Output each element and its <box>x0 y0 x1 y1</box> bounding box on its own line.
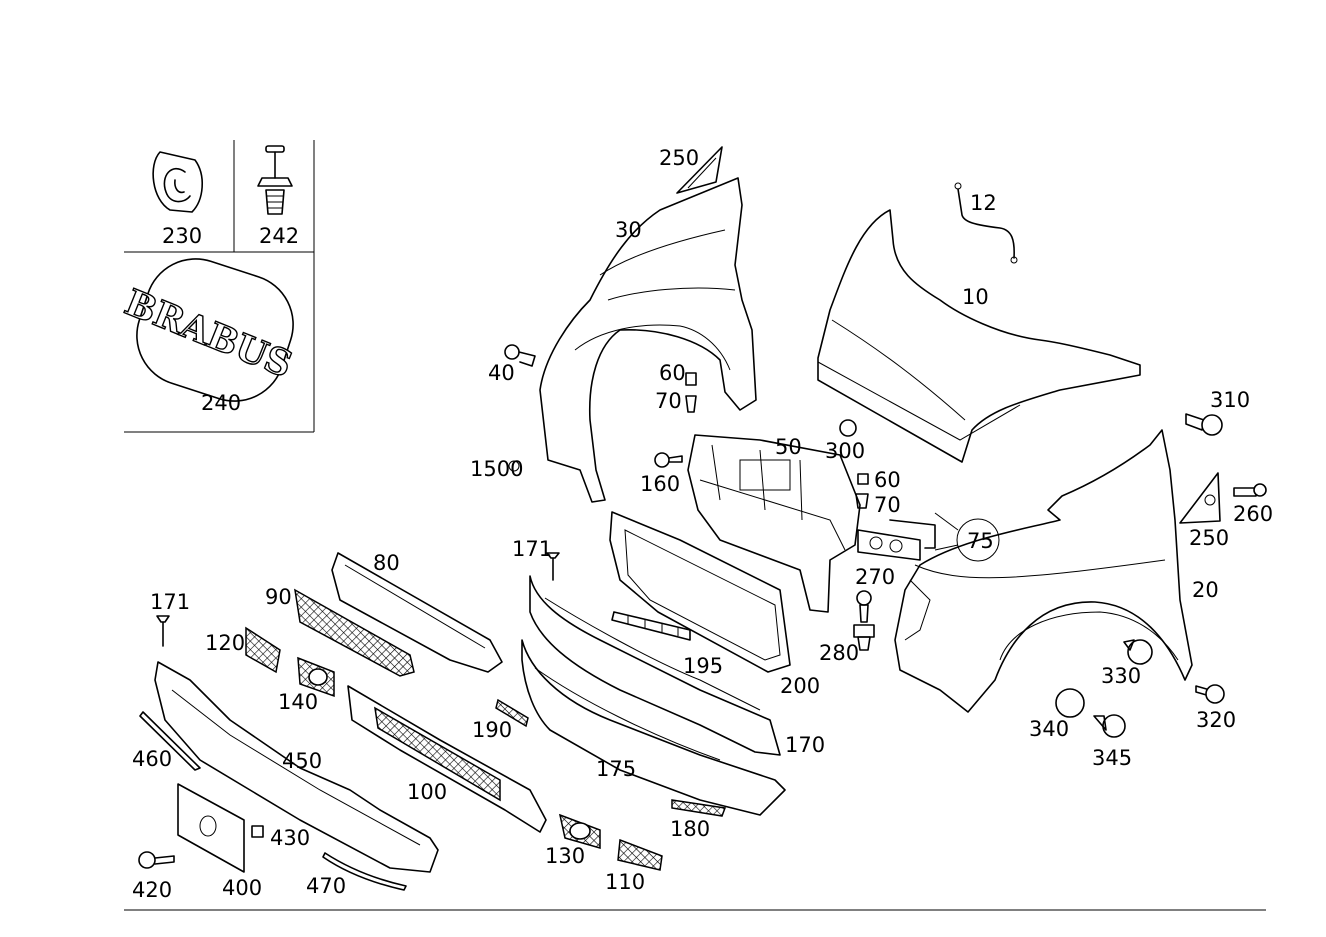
label-75: 75 <box>967 529 994 553</box>
label-171-right: 171 <box>512 537 552 561</box>
part-270-bolt <box>856 590 872 623</box>
part-340-plug <box>1055 688 1085 718</box>
part-20-right-fender <box>894 429 1193 713</box>
label-140: 140 <box>278 690 318 714</box>
part-420-screw <box>138 851 175 869</box>
label-300: 300 <box>825 439 865 463</box>
part-250-cover-top <box>676 146 723 194</box>
label-70-right: 70 <box>874 493 901 517</box>
label-242: 242 <box>259 224 299 248</box>
part-130-fog-ring <box>558 813 601 849</box>
part-100-lower-grille <box>347 685 547 833</box>
label-270: 270 <box>855 565 895 589</box>
label-260: 260 <box>1233 502 1273 526</box>
label-345: 345 <box>1092 746 1132 770</box>
part-260-screw <box>1233 483 1267 497</box>
part-310-screw <box>1185 413 1223 436</box>
label-320: 320 <box>1196 708 1236 732</box>
label-200: 200 <box>780 674 820 698</box>
label-310: 310 <box>1210 388 1250 412</box>
label-330: 330 <box>1101 664 1141 688</box>
label-250-top: 250 <box>659 146 699 170</box>
part-180-grille <box>671 799 727 817</box>
label-171-left: 171 <box>150 590 190 614</box>
label-30: 30 <box>615 218 642 242</box>
label-20: 20 <box>1192 578 1219 602</box>
label-450: 450 <box>282 749 322 773</box>
part-1500-clip <box>508 460 520 472</box>
label-10: 10 <box>962 285 989 309</box>
part-30-left-fender <box>539 177 757 503</box>
part-140-fog-ring <box>297 656 335 698</box>
label-70-left: 70 <box>655 389 682 413</box>
part-120-fog-cover <box>245 626 281 674</box>
part-250-cover-right <box>1179 472 1221 524</box>
label-130: 130 <box>545 844 585 868</box>
label-12: 12 <box>970 191 997 215</box>
label-60-left: 60 <box>659 361 686 385</box>
label-100: 100 <box>407 780 447 804</box>
part-242-push-clip <box>257 145 293 215</box>
label-1500: 1500 <box>470 457 523 481</box>
label-110: 110 <box>605 870 645 894</box>
part-195-strip <box>611 611 691 641</box>
part-230-emblem <box>152 151 203 213</box>
label-170: 170 <box>785 733 825 757</box>
label-180: 180 <box>670 817 710 841</box>
part-75-bracket-group <box>857 512 1000 562</box>
label-230: 230 <box>162 224 202 248</box>
label-50: 50 <box>775 435 802 459</box>
label-175: 175 <box>596 757 636 781</box>
part-190-grille <box>495 698 529 728</box>
part-60-70-clips-right <box>855 473 869 509</box>
part-90-upper-grille <box>294 588 415 677</box>
label-195: 195 <box>683 654 723 678</box>
callout-labels: 230 242 240 250 30 12 10 40 60 70 1500 1… <box>132 146 1273 902</box>
part-171-screw-right <box>546 552 560 581</box>
part-330-clip <box>1123 639 1153 665</box>
part-345-clip <box>1093 714 1126 738</box>
part-300-grommet <box>839 419 857 437</box>
label-40: 40 <box>488 361 515 385</box>
part-280-nut <box>853 624 875 651</box>
part-50-front-module <box>687 434 861 613</box>
part-430-nut <box>251 825 264 838</box>
part-110-fog-cover <box>617 838 663 871</box>
part-400-plate-holder <box>177 783 245 873</box>
part-200-frame <box>609 511 791 673</box>
part-171-screw-left <box>156 615 170 647</box>
part-60-70-clips-left <box>685 372 697 413</box>
part-10-hood <box>817 209 1141 463</box>
label-430: 430 <box>270 826 310 850</box>
label-60-right: 60 <box>874 468 901 492</box>
part-12-cable <box>954 182 1018 264</box>
part-40-pin <box>504 344 536 367</box>
label-240: 240 <box>201 391 241 415</box>
part-170-spoiler <box>529 575 781 756</box>
part-160-screw <box>654 452 683 468</box>
part-320-screw <box>1195 684 1225 704</box>
label-470: 470 <box>306 874 346 898</box>
part-470-trim <box>322 852 407 891</box>
inset-frame <box>124 140 315 433</box>
part-80-grille-frame <box>331 552 503 673</box>
label-340: 340 <box>1029 717 1069 741</box>
label-420: 420 <box>132 878 172 902</box>
label-250-right: 250 <box>1189 526 1229 550</box>
label-460: 460 <box>132 747 172 771</box>
label-190: 190 <box>472 718 512 742</box>
label-280: 280 <box>819 641 859 665</box>
label-400: 400 <box>222 876 262 900</box>
label-120: 120 <box>205 631 245 655</box>
label-80: 80 <box>373 551 400 575</box>
label-160: 160 <box>640 472 680 496</box>
part-240-brabus-badge: BRABUS <box>118 258 299 402</box>
label-90: 90 <box>265 585 292 609</box>
part-450-bumper <box>154 661 439 873</box>
part-460-trim <box>139 711 201 771</box>
part-175-skirt <box>521 639 786 816</box>
